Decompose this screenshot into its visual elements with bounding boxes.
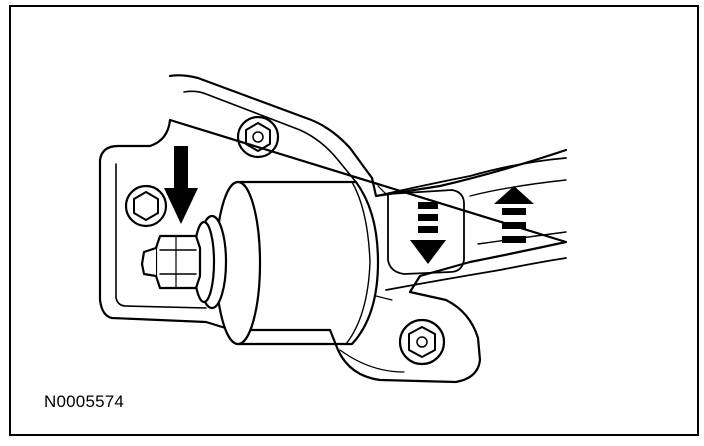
left-bolt-icon	[124, 184, 168, 228]
figure-frame	[9, 5, 699, 436]
arm-lower-edge	[385, 257, 567, 291]
down-arrow-box	[387, 189, 465, 275]
bracket-outline	[98, 74, 568, 384]
down-arrow-icon	[410, 202, 446, 264]
down-arrow-icon	[164, 146, 198, 224]
lower-bolt-icon	[398, 318, 446, 366]
nut-icon	[140, 234, 202, 290]
upper-bolt-icon	[236, 115, 280, 159]
bracket-inner-edge	[115, 90, 357, 309]
bushing	[214, 180, 380, 346]
arm-detail-lines	[339, 185, 405, 373]
figure-id-label: N0005574	[44, 392, 125, 411]
arm-upper-edge	[375, 157, 567, 197]
up-arrow-icon	[494, 186, 534, 243]
